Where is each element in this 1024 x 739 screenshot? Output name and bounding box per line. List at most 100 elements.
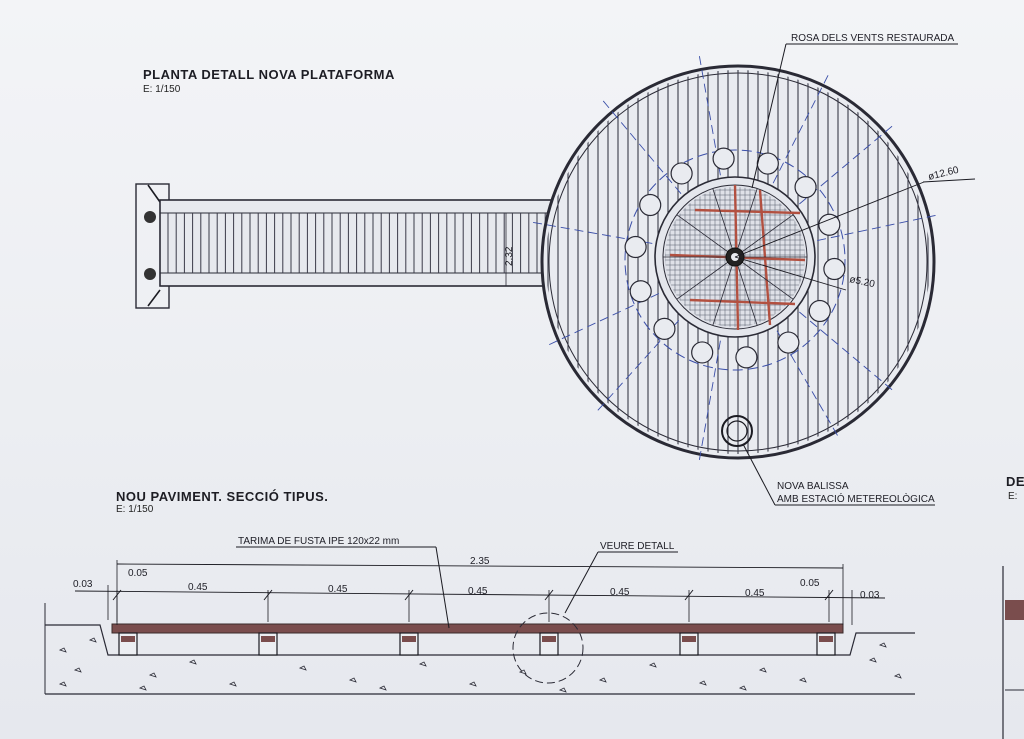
dim-small-left: 0.05: [128, 568, 148, 579]
joist-top: [121, 636, 135, 642]
gravel-mark: [298, 665, 307, 671]
gravel-mark: [138, 685, 147, 691]
gravel-mark: [468, 681, 477, 687]
plan-title: PLANTA DETALL NOVA PLATAFORMA: [143, 67, 395, 82]
gravel-mark: [893, 673, 902, 679]
rose-ray: [734, 256, 758, 326]
label-rose: ROSA DELS VENTS RESTAURADA: [791, 33, 955, 44]
label-deck: TARIMA DE FUSTA IPE 120x22 mm: [238, 536, 399, 547]
leader-rose: [751, 43, 787, 189]
right-cut-scale: E:: [1008, 491, 1018, 502]
platform-plan: 2.32 ROSA DELS VENTS RESTAU: [135, 33, 976, 506]
joist-top: [819, 636, 833, 642]
pile: [691, 341, 714, 364]
pile-foundations: [624, 147, 846, 369]
gravel-mark: [798, 677, 807, 683]
joist-top: [682, 636, 696, 642]
dim-span-1: 0.45: [188, 582, 208, 593]
dim-span-3: 0.45: [468, 586, 488, 597]
dim-inner-dia: [734, 256, 847, 291]
gravel-mark: [878, 642, 887, 648]
pile: [712, 147, 735, 170]
pile: [624, 235, 647, 259]
pile: [653, 317, 676, 340]
gravel-mark: [418, 661, 427, 667]
gravel-mark: [698, 680, 707, 686]
pile: [756, 152, 779, 175]
pile: [735, 346, 758, 369]
label-detail: VEURE DETALL: [600, 541, 675, 552]
rose-ray: [676, 256, 736, 300]
pile: [818, 213, 841, 236]
span-ticks: [112, 589, 834, 622]
dim-small-right: 0.05: [800, 578, 820, 589]
dim-edge-left: 0.03: [73, 579, 93, 590]
joist-top: [542, 636, 556, 642]
right-cut-title: DE: [1006, 474, 1024, 489]
rose-ray: [712, 256, 736, 326]
label-beacon-1: NOVA BALISSA: [777, 481, 849, 492]
dim-span-4: 0.45: [610, 587, 630, 598]
gravel-mark: [868, 657, 877, 663]
gravel-fill: [58, 637, 902, 693]
dim-edge-right: 0.03: [860, 590, 880, 601]
rose-beam: [694, 208, 801, 215]
leader-beacon: [742, 443, 776, 506]
rose-ray: [734, 256, 794, 300]
gravel-mark: [228, 681, 237, 687]
gravel-mark: [648, 662, 657, 668]
ground-profile: [45, 624, 915, 656]
dim-outer-dia: [734, 181, 925, 258]
right-cut-deck: [1005, 600, 1024, 620]
rose-ray: [712, 188, 736, 258]
leader-deck: [435, 546, 450, 629]
gravel-mark: [148, 672, 157, 678]
plan-scale: E: 1/150: [143, 84, 181, 95]
pile: [794, 176, 817, 199]
label-inner-dia: ø5.20: [848, 274, 876, 290]
gravel-mark: [738, 685, 747, 691]
detail-callout: [512, 612, 584, 684]
rose-beam: [689, 298, 796, 306]
right-cut-detail: [1002, 566, 1024, 739]
label-beacon-2: AMB ESTACIÓ METEREOLÒGICA: [777, 492, 935, 505]
beacon-inner: [726, 420, 748, 442]
leader-detail: [564, 551, 599, 614]
dim-span-2: 0.45: [328, 584, 348, 595]
rose-ray: [734, 188, 758, 258]
joist-top: [402, 636, 416, 642]
dim-span-5: 0.45: [745, 588, 765, 599]
pile-ring-axis: [624, 149, 846, 371]
pile: [777, 331, 800, 354]
gravel-mark: [378, 685, 387, 691]
gravel-mark: [758, 667, 767, 673]
dim-line-total: [116, 563, 844, 569]
pile: [629, 280, 652, 303]
gravel-mark: [348, 677, 357, 683]
deck-joists: [118, 632, 836, 656]
pile: [823, 257, 846, 281]
rose-ray: [676, 214, 736, 258]
deck-boards: [111, 623, 844, 634]
gravel-mark: [558, 687, 567, 693]
gravel-mark: [73, 667, 82, 673]
beacon-outer: [721, 415, 753, 447]
arrow-top: [147, 184, 161, 203]
leader-outer-dia: [922, 178, 976, 183]
section-title: NOU PAVIMENT. SECCIÓ TIPUS.: [116, 489, 329, 504]
gravel-mark: [58, 647, 67, 653]
dim-total: 2.35: [470, 556, 490, 567]
gravel-mark: [598, 677, 607, 683]
walkway-dimension: 2.32: [504, 246, 515, 266]
anchor-point-top: [144, 211, 156, 223]
arrow-bottom: [147, 289, 161, 307]
gravel-mark: [188, 659, 197, 665]
pile: [808, 299, 831, 323]
pile: [670, 162, 693, 185]
pavement-section: 2.35 0.03 0.05 0.05 0.03 0.45 0.45 0.45 …: [44, 536, 915, 695]
gravel-mark: [88, 637, 97, 643]
rose-beam: [758, 189, 772, 326]
rose-ray: [734, 214, 794, 258]
